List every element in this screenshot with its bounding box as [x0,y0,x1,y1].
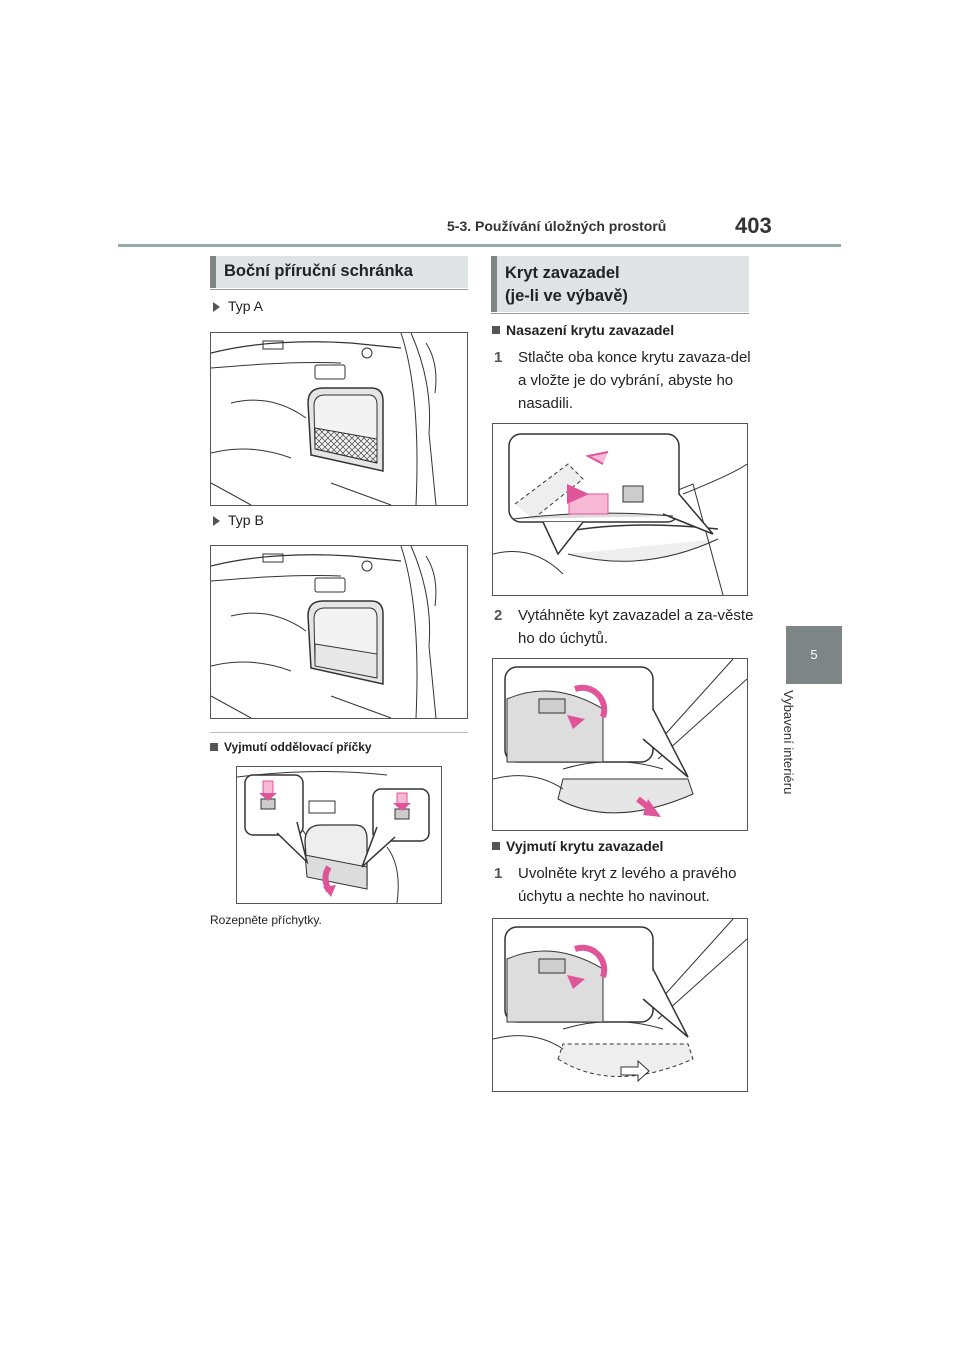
figure-remove-cover [492,918,748,1092]
divider [210,732,468,733]
section-heading-cargo-cover: Kryt zavazadel (je-li ve výbavě) [491,256,749,312]
square-bullet-icon [492,326,500,335]
chapter-tab: 5 [786,626,842,684]
section-title: 5-3. Používání úložných prostorů [447,218,667,234]
page-number: 403 [735,213,772,238]
figure-type-b [210,545,468,719]
square-bullet-icon [492,842,500,851]
step-install-1: 1 Stlačte oba konce krytu zavaza-del a v… [494,349,751,412]
subheading-remove-divider: Vyjmutí oddělovací příčky [210,740,372,754]
subheading-install: Nasazení krytu zavazadel [492,322,674,338]
heading-rule [210,289,468,290]
square-bullet-icon [210,742,218,751]
chapter-title: Vybavení interiéru [781,690,796,795]
type-b-label: Typ B [213,512,264,528]
header-rule [118,244,841,247]
triangle-bullet-icon [213,516,220,527]
heading-line-1: Kryt zavazadel [505,264,620,282]
type-a-label: Typ A [213,298,263,314]
subheading-remove: Vyjmutí krytu zavazadel [492,838,663,854]
chapter-label: Vybavení interiéru [756,690,876,810]
heading-rule [491,313,749,314]
section-heading-side-pocket: Boční příruční schránka [210,256,468,288]
figure-type-a [210,332,468,506]
heading-line-2: (je-li ve výbavě) [505,287,628,305]
triangle-bullet-icon [213,302,220,313]
step-install-2: 2 Vytáhněte kyt zavazadel a za-věste ho … [494,607,754,647]
step-remove-1: 1 Uvolněte kryt z levého a pravého úchyt… [494,865,737,905]
figure-install-2 [492,658,748,831]
figure-remove-divider [236,766,442,904]
figure-install-1 [492,423,748,596]
caption-unfasten: Rozepněte příchytky. [210,913,322,927]
